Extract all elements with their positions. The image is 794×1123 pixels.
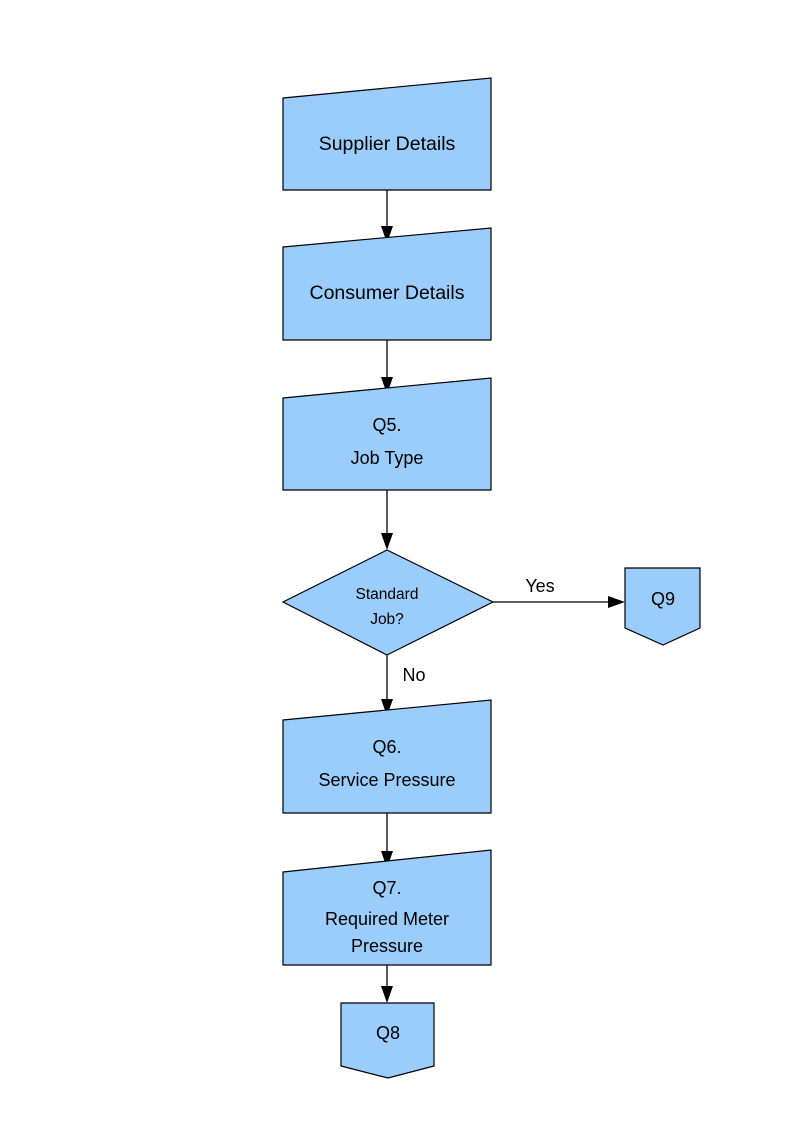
q5-job-type-label-line2: Job Type <box>351 448 424 468</box>
q7-required-meter-pressure-shape[interactable] <box>282 849 492 966</box>
node-standard-job-decision[interactable]: Standard Job? <box>281 549 495 656</box>
q6-service-pressure-shape[interactable] <box>282 699 492 814</box>
q7-required-meter-pressure-label-line2: Required Meter <box>325 909 449 929</box>
connector-q5-to-decision <box>381 490 393 550</box>
q7-required-meter-pressure-label-line1: Q7. <box>372 878 401 898</box>
q8-label: Q8 <box>376 1023 400 1043</box>
node-q6-service-pressure[interactable]: Q6. Service Pressure <box>282 699 492 814</box>
node-consumer-details[interactable]: Consumer Details <box>282 227 492 341</box>
node-supplier-details[interactable]: Supplier Details <box>282 77 492 191</box>
q6-service-pressure-label-line2: Service Pressure <box>318 770 455 790</box>
supplier-details-label: Supplier Details <box>319 133 456 155</box>
connector-decision-yes-to-q9 <box>493 596 625 608</box>
connector-decision-no-to-q6 <box>381 655 393 716</box>
consumer-details-shape[interactable] <box>282 227 492 341</box>
edge-label-yes: Yes <box>525 576 554 596</box>
node-q8[interactable]: Q8 <box>340 1002 435 1079</box>
q9-shape[interactable] <box>624 567 701 646</box>
connector-q6-to-q7 <box>381 813 393 868</box>
consumer-details-label: Consumer Details <box>310 282 465 304</box>
connector-supplier-to-consumer <box>381 190 393 243</box>
q6-service-pressure-label-line1: Q6. <box>372 737 401 757</box>
standard-job-decision-label-line1: Standard <box>356 586 419 603</box>
supplier-details-shape[interactable] <box>282 77 492 191</box>
connector-consumer-to-q5 <box>381 340 393 394</box>
standard-job-decision-shape[interactable] <box>281 549 495 656</box>
edge-label-no: No <box>402 665 425 685</box>
q5-job-type-label-line1: Q5. <box>372 415 401 435</box>
q5-job-type-shape[interactable] <box>282 377 492 491</box>
node-q5-job-type[interactable]: Q5. Job Type <box>282 377 492 491</box>
q8-shape[interactable] <box>340 1002 435 1079</box>
node-q9[interactable]: Q9 <box>624 567 701 646</box>
node-q7-required-meter-pressure[interactable]: Q7. Required Meter Pressure <box>282 849 492 966</box>
connector-q7-to-q8 <box>381 965 393 1003</box>
q9-label: Q9 <box>651 589 675 609</box>
q7-required-meter-pressure-label-line3: Pressure <box>351 936 423 956</box>
standard-job-decision-label-line2: Job? <box>370 611 404 628</box>
